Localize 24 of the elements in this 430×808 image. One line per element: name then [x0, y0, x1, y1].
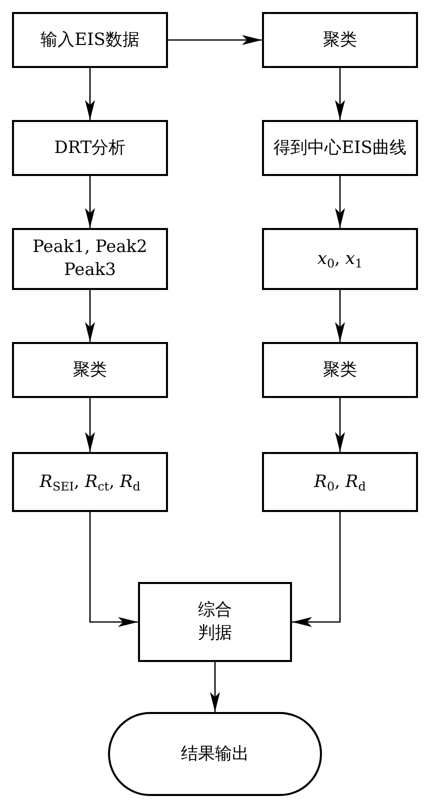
- process-box: 聚类: [262, 342, 418, 398]
- arrow: [85, 398, 95, 452]
- arrow: [292, 512, 341, 627]
- arrow: [210, 662, 220, 712]
- process-box: DRT分析: [12, 120, 168, 176]
- arrow: [89, 512, 138, 627]
- arrow: [335, 290, 345, 342]
- process-box: x$_{0}$, x$_{1}$: [262, 228, 418, 290]
- process-box: 得到中心EIS曲线: [262, 120, 418, 176]
- process-box: R$_{0}$, R$_{d}$: [262, 452, 418, 512]
- arrow: [85, 290, 95, 342]
- process-box: 输入EIS数据: [12, 12, 168, 68]
- arrow: [335, 398, 345, 452]
- process-box: 综合判据: [138, 582, 292, 662]
- process-box: Peak1, Peak2 Peak3: [12, 228, 168, 290]
- process-box: 聚类: [12, 342, 168, 398]
- arrow: [335, 68, 345, 120]
- arrow: [85, 68, 95, 120]
- process-box: 聚类: [262, 12, 418, 68]
- terminal-box: 结果输出: [108, 712, 322, 796]
- process-box: R$_{SEI}$, R$_{ct}$, R$_{d}$: [12, 452, 168, 512]
- arrow: [335, 176, 345, 228]
- arrow: [85, 176, 95, 228]
- arrow: [168, 35, 262, 45]
